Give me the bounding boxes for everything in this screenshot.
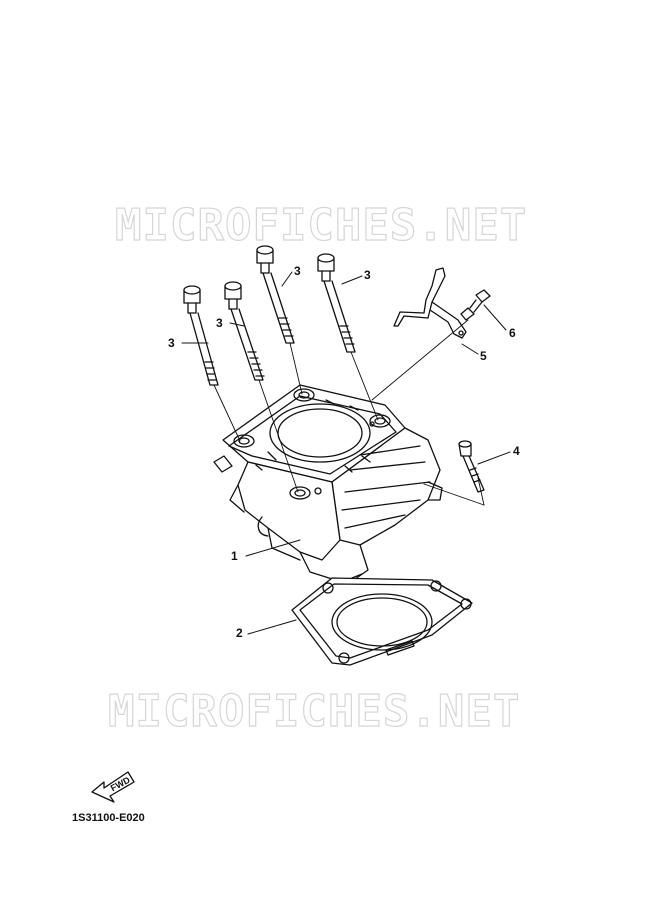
fwd-arrow-icon <box>91 771 135 803</box>
watermark-bottom: MICROFICHES.NET <box>107 685 521 737</box>
callout-1: 1 <box>231 549 238 563</box>
screw-part-6 <box>460 289 491 321</box>
callout-3-d: 3 <box>364 268 371 282</box>
callout-3-a: 3 <box>168 336 175 350</box>
cylinder-bolt-1 <box>183 285 219 386</box>
cylinder-bolt-2 <box>224 281 265 381</box>
bracket-part-5 <box>393 267 467 339</box>
watermark-top: MICROFICHES.NET <box>114 199 528 251</box>
callout-4: 4 <box>513 444 520 458</box>
callout-5: 5 <box>480 349 487 363</box>
callout-3-b: 3 <box>216 316 223 330</box>
assembly-lines <box>213 319 485 506</box>
callout-2: 2 <box>236 626 243 640</box>
cylinder-bolt-4 <box>317 253 356 353</box>
callout-3-c: 3 <box>294 264 301 278</box>
diagram-code: 1S31100-E020 <box>72 812 145 824</box>
cylinder-gasket-part <box>291 573 473 666</box>
leader-lines <box>181 271 511 635</box>
cylinder-bolt-3 <box>256 245 295 344</box>
callout-6: 6 <box>509 326 516 340</box>
bolt-part-4 <box>458 440 485 493</box>
cylinder-part <box>213 384 443 585</box>
